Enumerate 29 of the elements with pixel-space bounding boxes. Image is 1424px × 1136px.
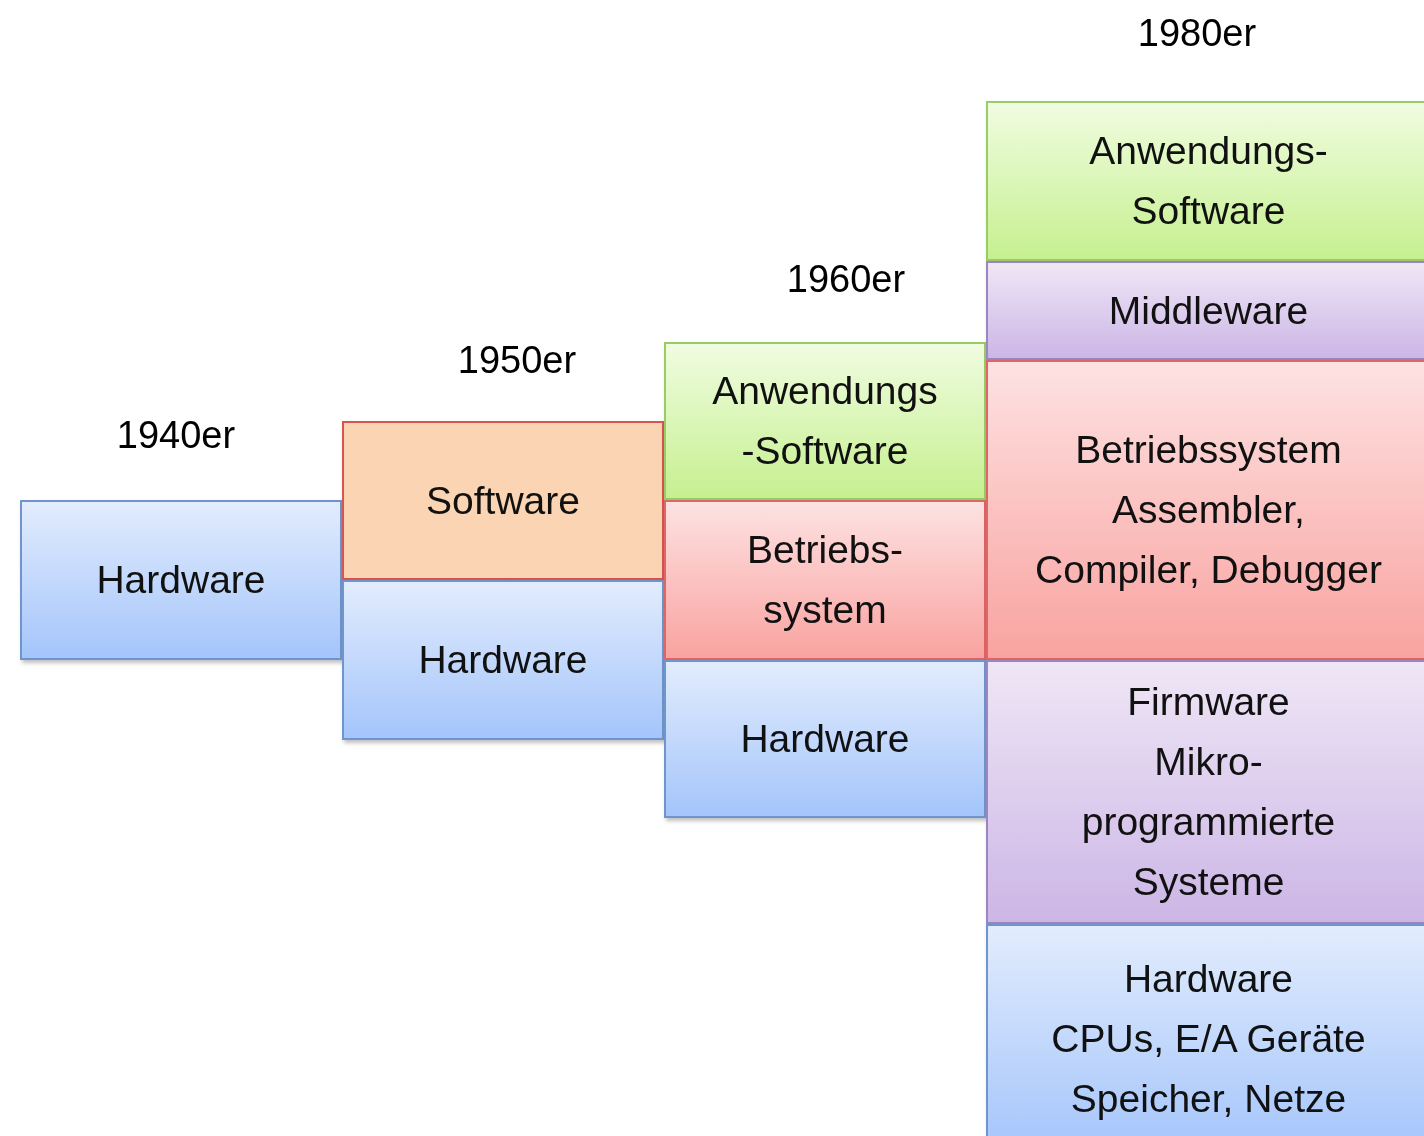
layer-label: Hardware: [740, 716, 910, 762]
decade-label: 1950er: [457, 339, 577, 382]
layer-label: Assembler, Compiler, Debugger: [1034, 487, 1383, 593]
layer-box: [986, 924, 1424, 1136]
layer-box: [986, 101, 1424, 261]
layer-label: Mikro- programmierte Systeme: [1080, 739, 1337, 905]
layer-label: Betriebs- system: [745, 527, 905, 633]
layer-box: [342, 421, 664, 580]
layer-box: [986, 261, 1424, 360]
layer-label: Hardware: [1123, 956, 1294, 1002]
layer-box: [986, 360, 1424, 660]
layer-label: Hardware: [96, 557, 266, 603]
decade-label: 1960er: [786, 258, 906, 301]
layer-box: [664, 500, 986, 660]
layer-label: Anwendungs -Software: [711, 368, 939, 474]
layer-box: [342, 580, 664, 740]
layer-label: Betriebssystem: [1075, 427, 1342, 473]
layer-box: [20, 500, 342, 660]
decade-label: 1940er: [116, 414, 236, 457]
decade-label: 1980er: [1137, 12, 1257, 55]
layer-label: CPUs, E/A Geräte Speicher, Netze: [1050, 1016, 1367, 1122]
layer-label: Software: [426, 477, 580, 524]
layer-box: [664, 660, 986, 818]
layer-label: Middleware: [1108, 287, 1309, 334]
layer-label: Hardware: [418, 637, 588, 683]
layer-box: [986, 660, 1424, 924]
layer-label: Anwendungs- Software: [1088, 128, 1329, 234]
layer-box: [664, 342, 986, 500]
layer-label: Firmware: [1127, 679, 1290, 725]
